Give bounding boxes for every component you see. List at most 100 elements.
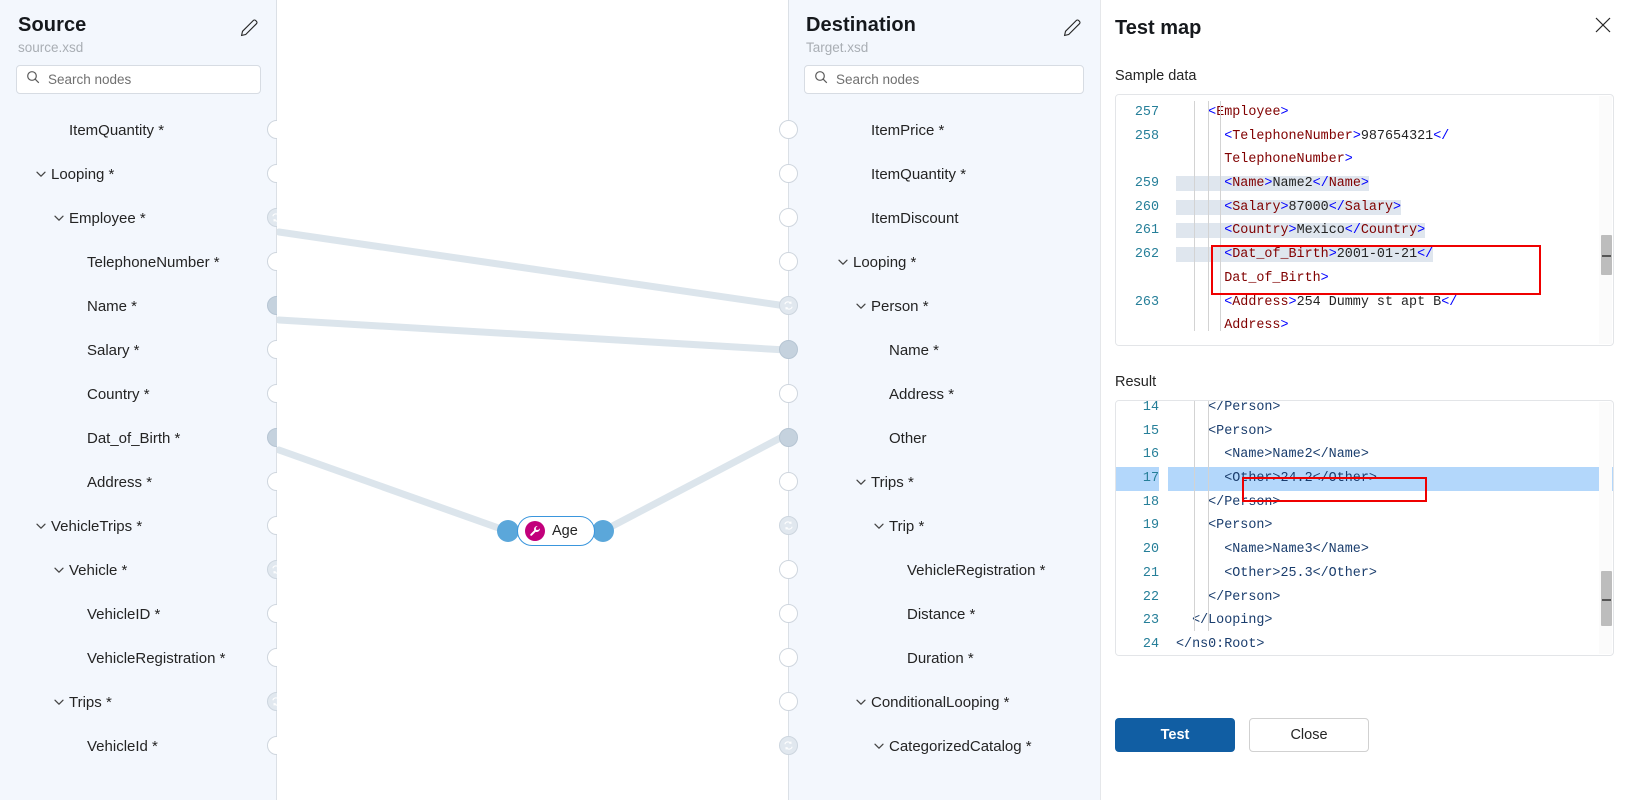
tree-node-row[interactable]: Vehicle *: [0, 548, 286, 592]
chevron-down-icon[interactable]: [854, 695, 868, 709]
sample-data-scrollbar-thumb[interactable]: [1601, 235, 1612, 275]
connector-handle-loop[interactable]: [779, 736, 798, 755]
function-node-input-port[interactable]: [497, 520, 519, 542]
connection-line[interactable]: [599, 431, 788, 535]
close-button[interactable]: Close: [1249, 718, 1369, 752]
tree-node-row[interactable]: CategorizedCatalog *: [779, 724, 1100, 768]
tree-node-row[interactable]: Employee *: [0, 196, 286, 240]
code-line[interactable]: <Person>: [1176, 423, 1273, 439]
tree-node-row[interactable]: Duration *: [779, 636, 1100, 680]
tree-node-row[interactable]: Distance *: [779, 592, 1100, 636]
test-button[interactable]: Test: [1115, 718, 1235, 752]
chevron-down-icon[interactable]: [52, 211, 66, 225]
tree-node-row[interactable]: Person *: [779, 284, 1100, 328]
source-search-input[interactable]: [48, 72, 251, 87]
function-node-age[interactable]: Age: [517, 516, 595, 546]
tree-node-row[interactable]: VehicleTrips *: [0, 504, 286, 548]
chevron-down-icon[interactable]: [836, 255, 850, 269]
connector-handle-empty[interactable]: [779, 252, 798, 271]
tree-node-row[interactable]: Trip *: [779, 504, 1100, 548]
pencil-icon[interactable]: [1062, 16, 1084, 38]
code-line[interactable]: </Person>: [1176, 494, 1281, 510]
connector-handle-empty[interactable]: [779, 560, 798, 579]
result-scrollbar-thumb[interactable]: [1601, 571, 1612, 626]
tree-node-row[interactable]: Other: [779, 416, 1100, 460]
tree-node-row[interactable]: Salary *: [0, 328, 286, 372]
connection-line[interactable]: [277, 228, 788, 310]
code-line[interactable]: <Other>25.3</Other>: [1176, 565, 1377, 581]
code-line[interactable]: <Country>Mexico</Country>: [1168, 219, 1613, 243]
code-line[interactable]: <Name>Name3</Name>: [1176, 542, 1369, 558]
connection-line[interactable]: [277, 446, 511, 535]
chevron-down-icon[interactable]: [872, 519, 886, 533]
tree-node-row[interactable]: VehicleId *: [0, 724, 286, 768]
tree-node-row[interactable]: Address *: [779, 372, 1100, 416]
tree-node-row[interactable]: Name *: [779, 328, 1100, 372]
code-line[interactable]: <TelephoneNumber>987654321</: [1224, 128, 1450, 144]
destination-search-input[interactable]: [836, 72, 1074, 87]
tree-node-row[interactable]: ItemQuantity *: [779, 152, 1100, 196]
connection-line[interactable]: [277, 316, 788, 354]
code-line[interactable]: TelephoneNumber>: [1224, 152, 1353, 168]
tree-node-row[interactable]: Looping *: [0, 152, 286, 196]
chevron-down-icon[interactable]: [52, 563, 66, 577]
connector-handle-loop[interactable]: [779, 296, 798, 315]
code-line[interactable]: <Employee>: [1208, 105, 1289, 120]
connector-handle-empty[interactable]: [779, 692, 798, 711]
code-line[interactable]: </Looping>: [1176, 613, 1273, 629]
tree-node-row[interactable]: Country *: [0, 372, 286, 416]
code-line[interactable]: </ns0:Root>: [1176, 636, 1265, 652]
sample-data-code[interactable]: <Employee> <TelephoneNumber>987654321</ …: [1168, 95, 1613, 345]
tree-node-row[interactable]: TelephoneNumber *: [0, 240, 286, 284]
connector-handle-empty[interactable]: [779, 384, 798, 403]
connector-handle-empty[interactable]: [779, 648, 798, 667]
chevron-down-icon[interactable]: [854, 475, 868, 489]
tree-node-row[interactable]: VehicleID *: [0, 592, 286, 636]
tree-node-row[interactable]: Looping *: [779, 240, 1100, 284]
chevron-down-icon[interactable]: [34, 167, 48, 181]
chevron-down-icon[interactable]: [34, 519, 48, 533]
connector-handle-loop[interactable]: [779, 516, 798, 535]
code-line[interactable]: Dat_of_Birth>: [1224, 270, 1329, 286]
code-line[interactable]: <Address>254 Dummy st apt B</: [1224, 294, 1458, 310]
source-search-box[interactable]: [16, 65, 261, 94]
code-line[interactable]: <Name>Name2</Name>: [1168, 172, 1613, 196]
tree-node-row[interactable]: ConditionalLooping *: [779, 680, 1100, 724]
code-line[interactable]: Address>: [1224, 318, 1289, 334]
chevron-down-icon[interactable]: [854, 299, 868, 313]
tree-node-row[interactable]: Address *: [0, 460, 286, 504]
connector-handle-empty[interactable]: [779, 604, 798, 623]
connector-handle-filled[interactable]: [779, 428, 798, 447]
code-line[interactable]: <Other>24.2</Other>: [1176, 471, 1377, 487]
sample-data-scrollbar-track[interactable]: [1599, 96, 1612, 344]
mapping-canvas[interactable]: Age: [277, 0, 788, 800]
connector-handle-empty[interactable]: [779, 120, 798, 139]
code-line[interactable]: </Person>: [1176, 589, 1281, 605]
code-line[interactable]: <Name>Name2</Name>: [1176, 447, 1369, 463]
result-code[interactable]: </Person> <Person> <Name>Name2</Name> <O…: [1168, 400, 1613, 655]
code-line[interactable]: <Dat_of_Birth>2001-01-21</: [1168, 243, 1613, 267]
connector-handle-empty[interactable]: [779, 208, 798, 227]
tree-node-row[interactable]: Dat_of_Birth *: [0, 416, 286, 460]
code-line[interactable]: <Person>: [1176, 518, 1273, 534]
tree-node-row[interactable]: Name *: [0, 284, 286, 328]
tree-node-row[interactable]: Trips *: [779, 460, 1100, 504]
code-line[interactable]: </Person>: [1176, 400, 1281, 415]
close-icon[interactable]: [1592, 14, 1614, 36]
connector-handle-filled[interactable]: [779, 340, 798, 359]
pencil-icon[interactable]: [239, 16, 261, 38]
tree-node-row[interactable]: ItemDiscount: [779, 196, 1100, 240]
tree-node-row[interactable]: VehicleRegistration *: [779, 548, 1100, 592]
function-node-output-port[interactable]: [592, 520, 614, 542]
chevron-down-icon[interactable]: [872, 739, 886, 753]
tree-node-row[interactable]: ItemPrice *: [779, 108, 1100, 152]
tree-node-row[interactable]: ItemQuantity *: [0, 108, 286, 152]
code-line[interactable]: <Salary>87000</Salary>: [1168, 196, 1613, 220]
tree-node-row[interactable]: Trips *: [0, 680, 286, 724]
connector-handle-empty[interactable]: [779, 164, 798, 183]
chevron-down-icon[interactable]: [52, 695, 66, 709]
destination-search-box[interactable]: [804, 65, 1084, 94]
connector-handle-empty[interactable]: [779, 472, 798, 491]
